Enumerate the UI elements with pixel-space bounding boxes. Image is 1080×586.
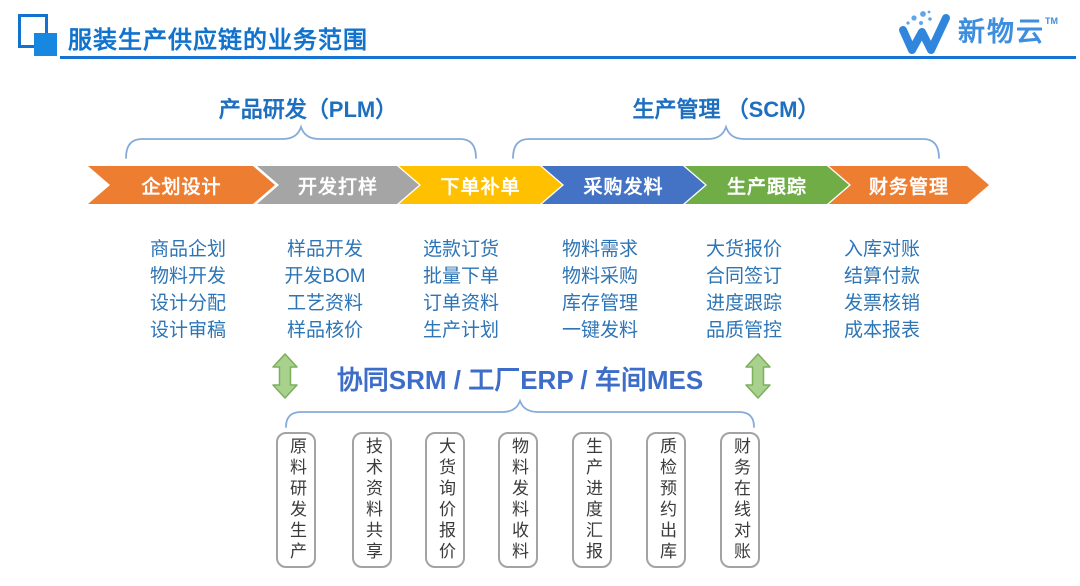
- plm-section-label: 产品研发（PLM）: [218, 97, 398, 122]
- list-item: 设计审稿: [149, 320, 226, 341]
- list-item: 选款订货: [422, 239, 499, 260]
- list-item: 进度跟踪: [705, 293, 782, 314]
- list-item: 物料开发: [149, 266, 226, 287]
- bottom-box-label: 财务在线对账: [731, 437, 750, 563]
- bottom-box-raw-material: 原料研发生产: [276, 432, 316, 568]
- bottom-box-label: 物料发料收料: [509, 437, 528, 563]
- list-purchasing-issuing: 物料需求 物料采购 库存管理 一键发料: [525, 236, 675, 344]
- page-title: 服装生产供应链的业务范围: [68, 27, 368, 54]
- list-item: 合同签订: [705, 266, 782, 287]
- list-item: 工艺资料: [286, 293, 363, 314]
- plm-brace: [125, 124, 477, 159]
- list-item: 开发BOM: [284, 266, 366, 287]
- list-item: 物料需求: [561, 239, 638, 260]
- list-order-replenish: 选款订货 批量下单 订单资料 生产计划: [386, 236, 536, 344]
- flow-step-development-sampling: 开发打样: [257, 166, 419, 204]
- flow-step-label: 下单补单: [440, 176, 521, 198]
- list-finance-management: 入库对账 结算付款 发票核销 成本报表: [807, 236, 957, 344]
- scm-brace: [512, 124, 940, 159]
- logo-trademark: TM: [1045, 16, 1058, 26]
- flow-step-label: 采购发料: [583, 176, 664, 198]
- flow-step-production-tracking: 生产跟踪: [685, 166, 849, 204]
- list-planning-design: 商品企划 物料开发 设计分配 设计审稿: [113, 236, 263, 344]
- list-item: 品质管控: [705, 320, 782, 341]
- flow-step-label: 开发打样: [297, 176, 378, 198]
- bottom-box-quality-outbound: 质检预约出库: [646, 432, 686, 568]
- list-item: 样品开发: [286, 239, 363, 260]
- scm-section-label: 生产管理 （SCM）: [632, 97, 820, 122]
- bottom-box-label: 生产进度汇报: [583, 437, 602, 563]
- list-item: 批量下单: [422, 266, 499, 287]
- updown-arrow-icon: [272, 353, 298, 399]
- bottom-box-bulk-quotation: 大货询价报价: [425, 432, 465, 568]
- list-item: 订单资料: [422, 293, 499, 314]
- collaboration-systems-label: 协同SRM / 工厂ERP / 车间MES: [336, 365, 704, 395]
- bottom-box-finance-reconcile: 财务在线对账: [720, 432, 760, 568]
- list-item: 大货报价: [705, 239, 782, 260]
- list-item: 发票核销: [843, 293, 920, 314]
- logo-text: 新物云: [958, 17, 1045, 47]
- list-item: 商品企划: [149, 239, 226, 260]
- flow-step-order-replenish: 下单补单: [399, 166, 562, 204]
- list-item: 一键发料: [561, 320, 638, 341]
- header-divider: [60, 56, 1076, 59]
- bottom-box-material-receipt: 物料发料收料: [498, 432, 538, 568]
- list-item: 入库对账: [843, 239, 920, 260]
- list-item: 样品核价: [286, 320, 363, 341]
- list-item: 结算付款: [843, 266, 920, 287]
- logo-w-icon: [899, 10, 950, 54]
- list-item: 成本报表: [843, 320, 920, 341]
- flow-step-label: 企划设计: [141, 176, 222, 198]
- title-square-icon: [18, 14, 48, 48]
- updown-arrow-icon: [745, 353, 771, 399]
- flow-step-label: 财务管理: [868, 176, 949, 198]
- list-item: 设计分配: [149, 293, 226, 314]
- flow-step-purchasing-issuing: 采购发料: [542, 166, 705, 204]
- list-item: 物料采购: [561, 266, 638, 287]
- bottom-box-tech-data: 技术资料共享: [352, 432, 392, 568]
- title-square-solid-icon: [34, 33, 57, 56]
- flow-step-planning-design: 企划设计: [88, 166, 275, 204]
- list-item: 库存管理: [561, 293, 638, 314]
- bottom-box-progress-report: 生产进度汇报: [572, 432, 612, 568]
- list-item: 生产计划: [422, 320, 499, 341]
- flow-step-label: 生产跟踪: [726, 176, 807, 198]
- bottom-box-label: 质检预约出库: [657, 437, 676, 563]
- brand-logo: 新物云 TM: [896, 10, 1058, 56]
- list-development-sampling: 样品开发 开发BOM 工艺资料 样品核价: [250, 236, 400, 344]
- list-production-tracking: 大货报价 合同签订 进度跟踪 品质管控: [669, 236, 819, 344]
- bottom-brace: [285, 399, 755, 428]
- bottom-box-label: 大货询价报价: [436, 437, 455, 563]
- bottom-box-label: 技术资料共享: [363, 437, 382, 563]
- flow-step-finance-management: 财务管理: [829, 166, 989, 204]
- bottom-box-label: 原料研发生产: [287, 437, 306, 563]
